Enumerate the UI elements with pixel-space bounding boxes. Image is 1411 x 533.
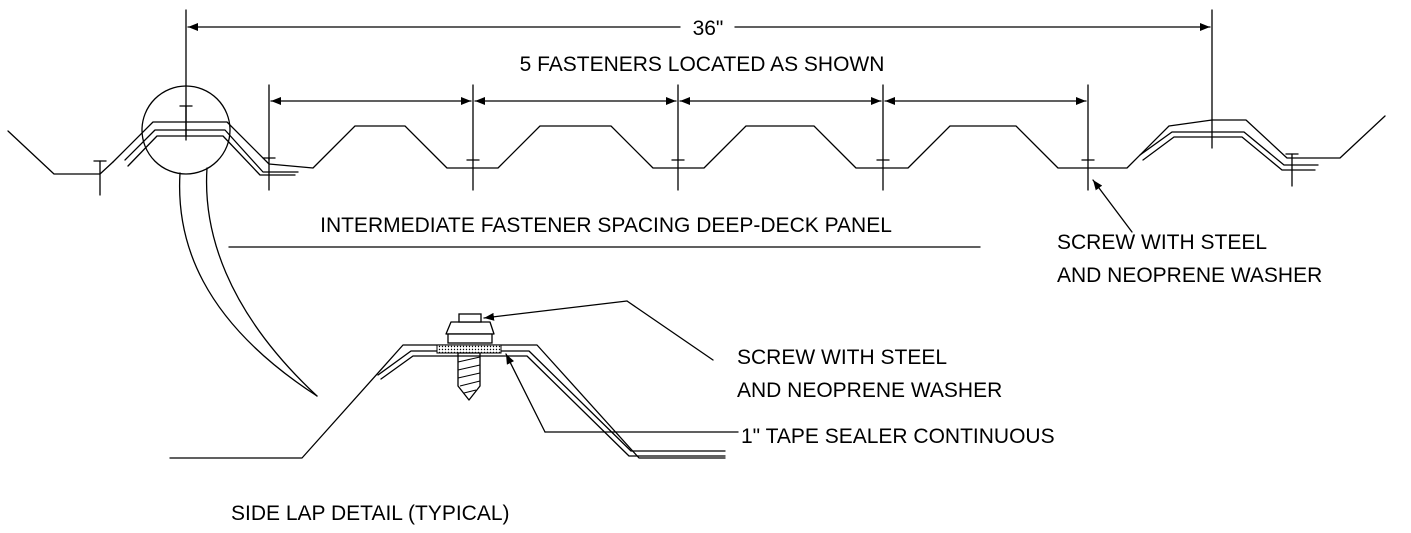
top-screw-callout-line2: AND NEOPRENE WASHER [1057,264,1322,287]
detail-title: SIDE LAP DETAIL (TYPICAL) [231,502,510,525]
side-lap-detail [169,313,726,459]
profile-fasteners [93,105,1299,196]
detail-screw-callout-line2: AND NEOPRENE WASHER [737,379,1002,402]
top-screw-callout: SCREW WITH STEEL AND NEOPRENE WASHER [1057,179,1322,287]
screw-head [458,313,482,323]
main-title: INTERMEDIATE FASTENER SPACING DEEP-DECK … [320,214,892,237]
detail-screw-callout-line1: SCREW WITH STEEL [737,346,947,369]
detail-screw-callout: SCREW WITH STEEL AND NEOPRENE WASHER [483,300,1002,402]
detail-callout-balloon [141,85,318,397]
top-screw-callout-line1: SCREW WITH STEEL [1057,231,1267,254]
deck-panel-profile [7,115,1386,176]
detail-tape-callout-label: 1" TAPE SEALER CONTINUOUS [741,425,1055,448]
detail-tape-callout: 1" TAPE SEALER CONTINUOUS [505,353,1055,448]
overall-dimension: 36" [185,9,1213,149]
fastener-spacing-dimensions [268,84,1089,161]
tape-sealer [436,344,502,354]
screw-shank [457,352,481,401]
fastener-note: 5 FASTENERS LOCATED AS SHOWN [520,53,885,76]
overall-dimension-label: 36" [693,17,724,40]
